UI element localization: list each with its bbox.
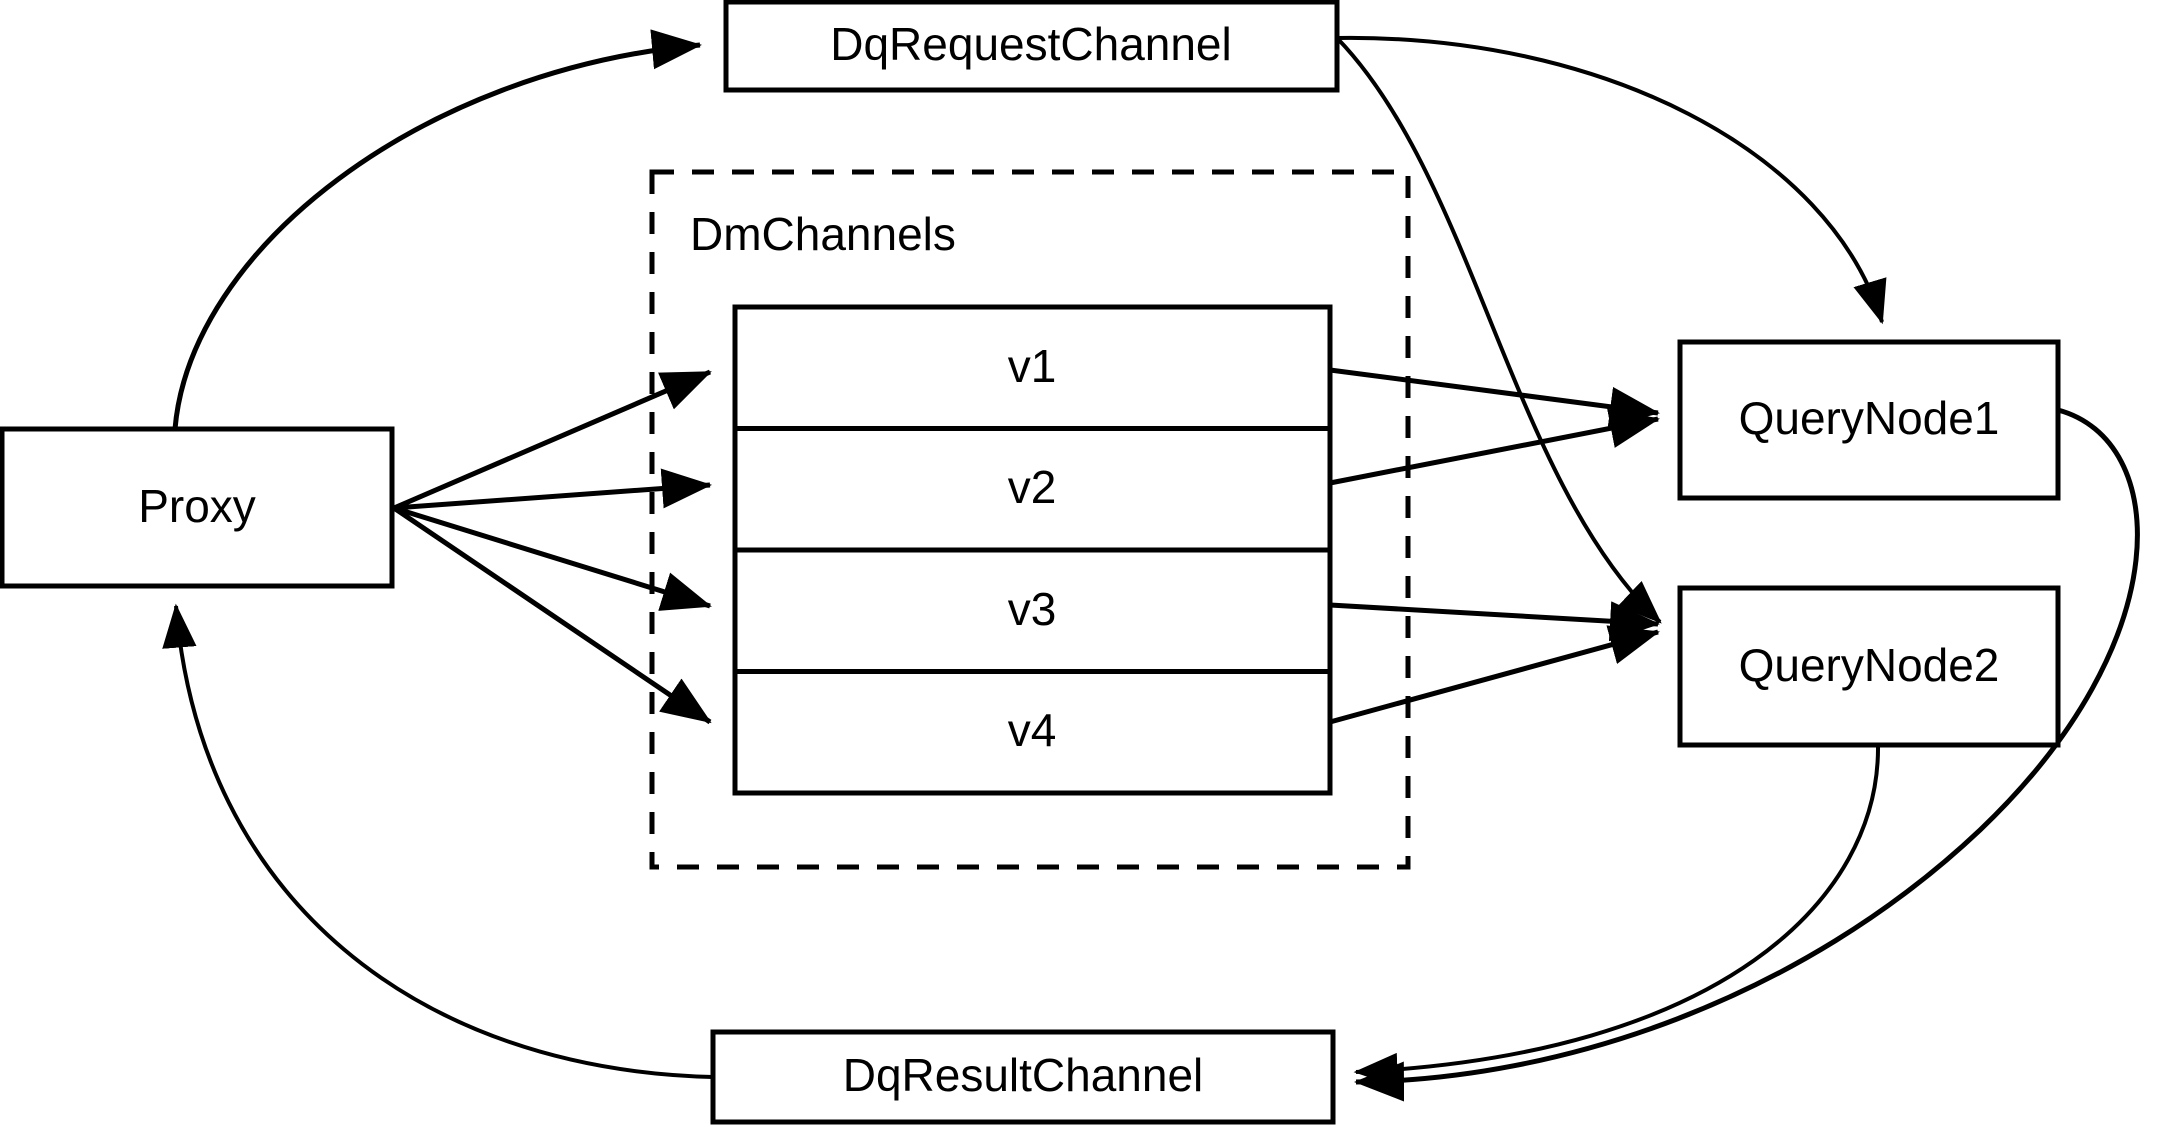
dq-request-channel-label: DqRequestChannel bbox=[830, 18, 1232, 70]
edge-proxy-to-v4 bbox=[392, 505, 712, 725]
dmchannels-group-label: DmChannels bbox=[690, 208, 956, 260]
channel-row-v2-label: v2 bbox=[1008, 461, 1057, 513]
edge-v3-to-querynode2 bbox=[1329, 601, 1660, 642]
node-proxy[interactable]: Proxy bbox=[0, 426, 395, 589]
dq-request-channel-box[interactable] bbox=[723, 0, 1340, 93]
proxy-label: Proxy bbox=[138, 480, 256, 532]
query-node-1-box[interactable] bbox=[1677, 339, 2061, 501]
channel-row-v3-label: v3 bbox=[1008, 583, 1057, 635]
proxy-box[interactable] bbox=[0, 426, 395, 589]
channel-row-v1-label: v1 bbox=[1008, 340, 1057, 392]
edge-v1-to-querynode1 bbox=[1329, 367, 1660, 427]
dq-result-channel-label: DqResultChannel bbox=[843, 1049, 1204, 1101]
channel-row-v4-label: v4 bbox=[1008, 704, 1057, 756]
edge-dqrequestchannel-to-querynode2 bbox=[1335, 36, 1662, 624]
node-dq-result-channel[interactable]: DqResultChannel bbox=[710, 1029, 1336, 1125]
edge-querynode1-to-dqresultchannel bbox=[1354, 407, 2140, 1102]
edge-proxy-to-v3 bbox=[393, 505, 712, 611]
edge-v2-to-querynode1 bbox=[1329, 408, 1660, 486]
query-node-2-label: QueryNode2 bbox=[1739, 639, 2000, 691]
node-dq-request-channel[interactable]: DqRequestChannel bbox=[723, 0, 1340, 93]
edge-dqrequestchannel-to-querynode1 bbox=[1336, 35, 1887, 325]
query-node-2-box[interactable] bbox=[1677, 585, 2061, 748]
edge-proxy-to-v2 bbox=[393, 468, 712, 511]
edge-dqresultchannel-to-proxy bbox=[162, 603, 714, 1079]
edge-proxy-to-v1 bbox=[393, 369, 712, 511]
node-query-node-1[interactable]: QueryNode1 bbox=[1677, 339, 2061, 501]
dmchannels-group bbox=[649, 169, 1411, 870]
edge-proxy-to-dqrequestchannel bbox=[172, 29, 702, 430]
node-query-node-2[interactable]: QueryNode2 bbox=[1677, 585, 2061, 748]
query-node-1-label: QueryNode1 bbox=[1739, 392, 2000, 444]
dq-result-channel-box[interactable] bbox=[710, 1029, 1336, 1125]
edge-v4-to-querynode2 bbox=[1329, 625, 1660, 725]
edge-querynode2-to-dqresultchannel bbox=[1353, 744, 1881, 1088]
